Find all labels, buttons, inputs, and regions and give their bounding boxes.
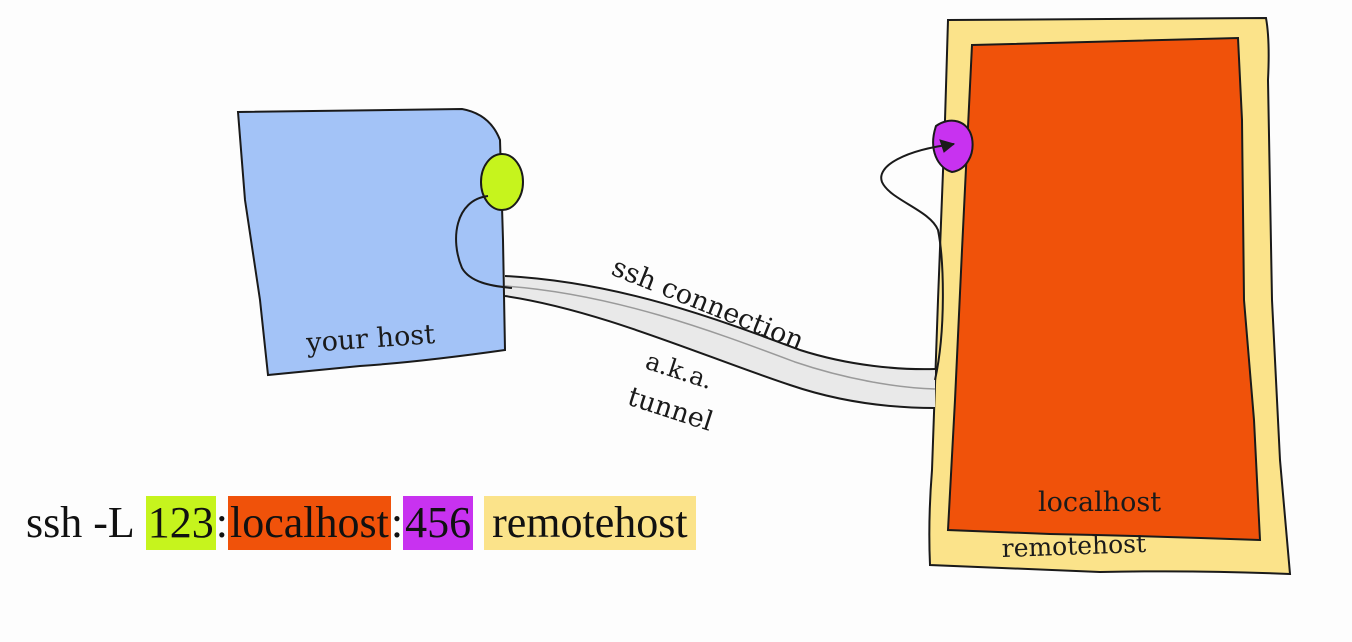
remote-host-highlight: remotehost — [484, 496, 696, 550]
your-host-box — [236, 107, 507, 377]
remote-port-link — [880, 143, 955, 381]
arrow-head-icon — [939, 139, 956, 153]
local-port-link — [455, 195, 513, 289]
tunnel-bottom-edge — [504, 295, 936, 409]
tunnel-middle-edge — [504, 285, 936, 390]
remotehost-label: remotehost — [1001, 529, 1146, 563]
command-prefix: ssh -L — [26, 498, 135, 547]
tunnel — [505, 276, 935, 408]
local-port-blob — [480, 153, 524, 211]
tunnel-top-edge — [504, 275, 936, 371]
separator: : — [215, 498, 229, 547]
separator: : — [390, 498, 404, 547]
localhost-box — [946, 36, 1262, 542]
remote-port-highlight: 456 — [403, 496, 474, 550]
local-port-highlight: 123 — [145, 496, 216, 550]
dest-host-highlight: localhost — [228, 496, 391, 550]
localhost-label: localhost — [1038, 487, 1161, 518]
remote-port-blob — [932, 119, 974, 174]
ssh-command: ssh -L 123:localhost:456 remotehost — [26, 496, 696, 550]
